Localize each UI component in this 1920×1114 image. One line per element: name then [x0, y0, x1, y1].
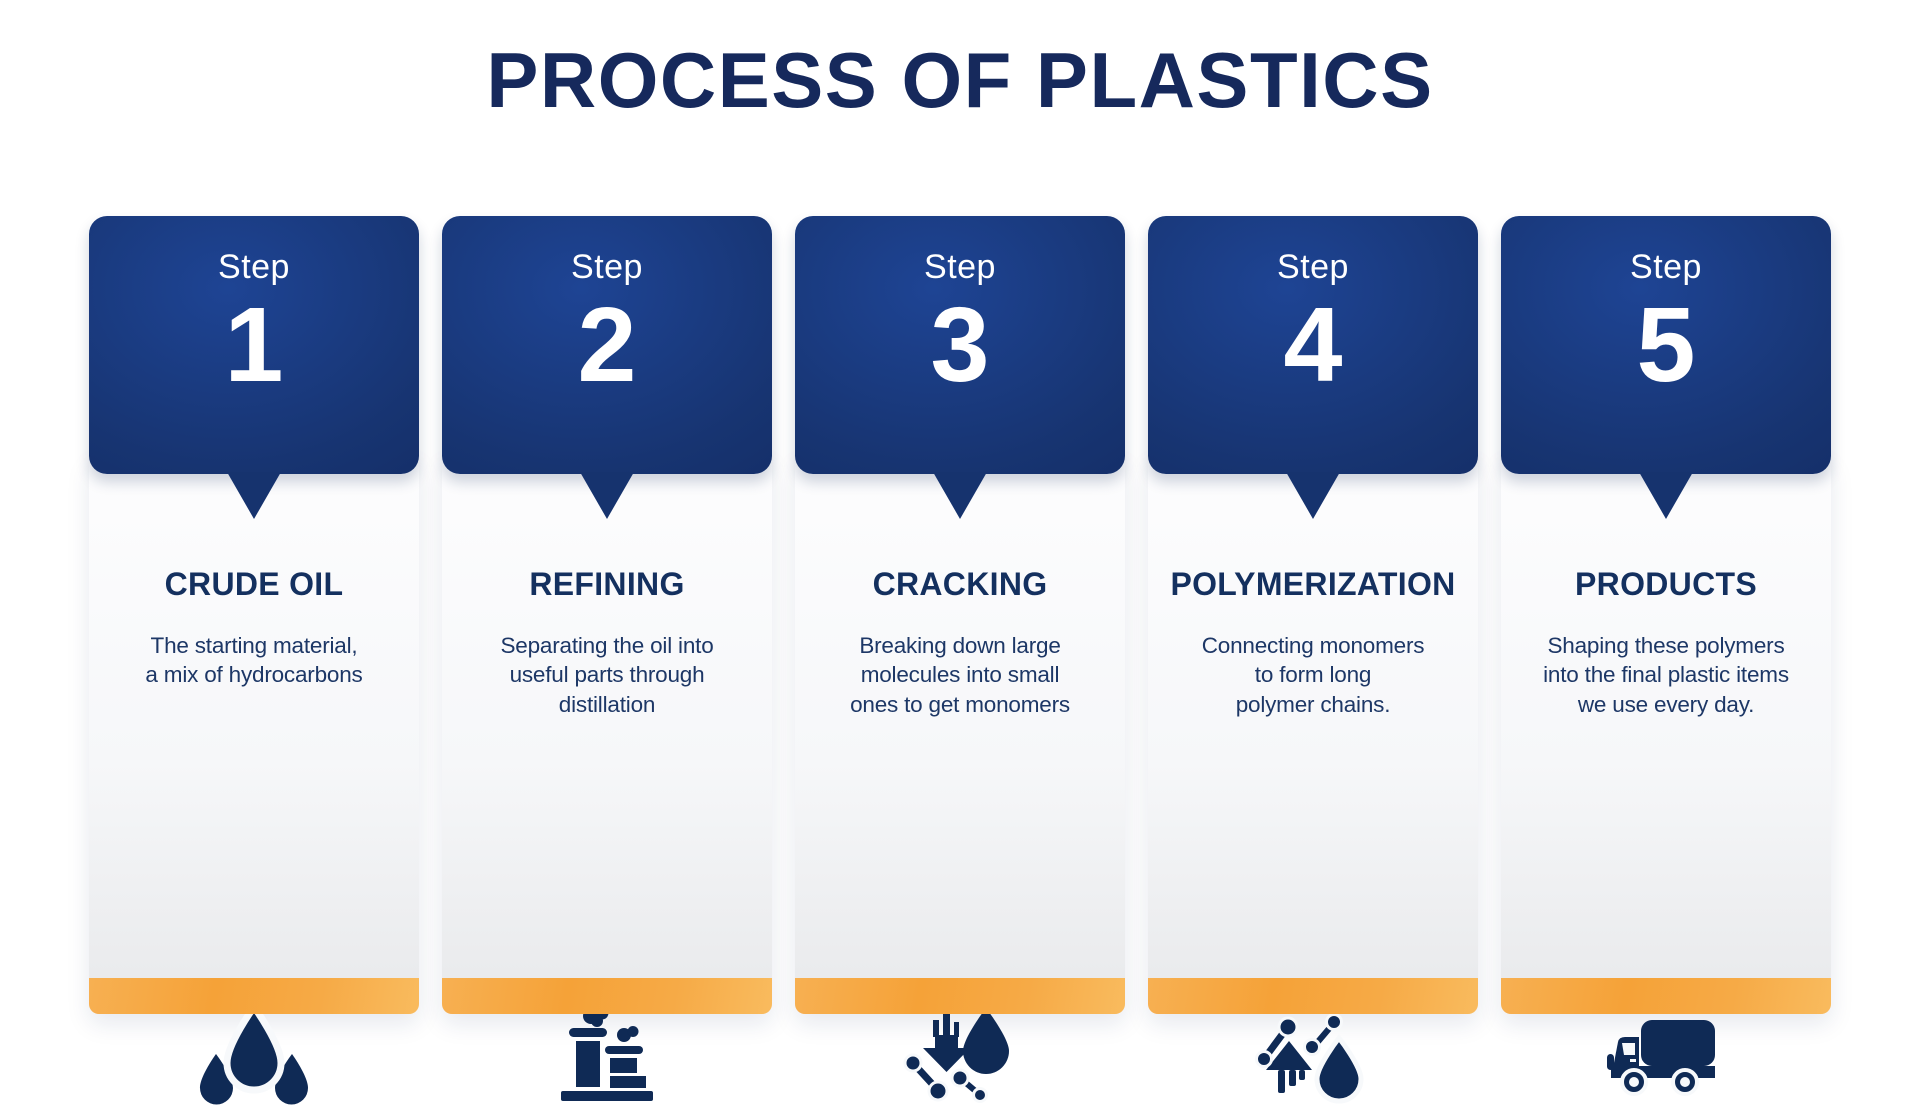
- step-card-crude-oil: CRUDE OIL The starting material, a mix o…: [89, 215, 419, 1105]
- step-label: Step: [924, 247, 996, 286]
- card-description: Connecting monomers to form long polymer…: [1201, 632, 1425, 718]
- card-body: POLYMERIZATION Connecting monomers to fo…: [1148, 455, 1478, 1104]
- step-number: 5: [1636, 285, 1696, 404]
- card-title: REFINING: [529, 565, 685, 602]
- step-number: 3: [930, 285, 990, 404]
- step-card-products: PRODUCTS Shaping these polymers into the…: [1501, 215, 1831, 1096]
- card-title: POLYMERIZATION: [1170, 565, 1456, 602]
- steps-row: CRUDE OIL The starting material, a mix o…: [0, 215, 1920, 1105]
- cracking-icon: [795, 1004, 1125, 1114]
- step-label: Step: [1630, 247, 1702, 286]
- header-pointer: [227, 471, 281, 519]
- card-footer-accent: [89, 977, 419, 1014]
- card-body: PRODUCTS Shaping these polymers into the…: [1501, 455, 1831, 1096]
- header-pointer: [580, 471, 634, 519]
- card-title: CRACKING: [872, 565, 1048, 602]
- oil-drops-icon: [89, 1003, 419, 1114]
- card-title: PRODUCTS: [1575, 565, 1757, 602]
- page-title: PROCESS OF PLASTICS: [486, 36, 1434, 124]
- polymerization-icon: [1148, 1004, 1478, 1114]
- card-footer-accent: [442, 977, 772, 1014]
- infographic-page: PROCESS OF PLASTICS CRUDE OIL The starti…: [0, 36, 1920, 1105]
- card-header: Step 2: [442, 215, 772, 474]
- card-footer-accent: [795, 977, 1125, 1014]
- card-header: Step 5: [1501, 215, 1831, 474]
- step-label: Step: [571, 247, 643, 286]
- card-header: Step 4: [1148, 215, 1478, 474]
- step-number: 1: [224, 285, 284, 404]
- card-description: Shaping these polymers into the final pl…: [1543, 632, 1789, 718]
- refinery-icon: [442, 1004, 772, 1114]
- card-description: Separating the oil into useful parts thr…: [500, 632, 714, 718]
- card-footer-accent: [1148, 977, 1478, 1014]
- step-card-polymerization: POLYMERIZATION Connecting monomers to fo…: [1148, 215, 1478, 1104]
- delivery-truck-icon: [1501, 1004, 1831, 1110]
- step-card-refining: REFINING Separating the oil into useful …: [442, 215, 772, 1101]
- card-body: CRACKING Breaking down large molecules i…: [795, 455, 1125, 1103]
- header-pointer: [1639, 471, 1693, 519]
- header-pointer: [1286, 471, 1340, 519]
- card-header: Step 1: [89, 215, 419, 474]
- step-number: 4: [1283, 285, 1343, 404]
- card-title: CRUDE OIL: [164, 565, 344, 602]
- card-footer-accent: [1501, 977, 1831, 1014]
- card-header: Step 3: [795, 215, 1125, 474]
- step-card-cracking: CRACKING Breaking down large molecules i…: [795, 215, 1125, 1103]
- card-body: REFINING Separating the oil into useful …: [442, 455, 772, 1101]
- card-description: Breaking down large molecules into small…: [850, 632, 1070, 718]
- card-body: CRUDE OIL The starting material, a mix o…: [89, 455, 419, 1105]
- card-description: The starting material, a mix of hydrocar…: [145, 632, 363, 688]
- step-label: Step: [218, 247, 290, 286]
- step-label: Step: [1277, 247, 1349, 286]
- header-pointer: [933, 471, 987, 519]
- step-number: 2: [577, 285, 637, 404]
